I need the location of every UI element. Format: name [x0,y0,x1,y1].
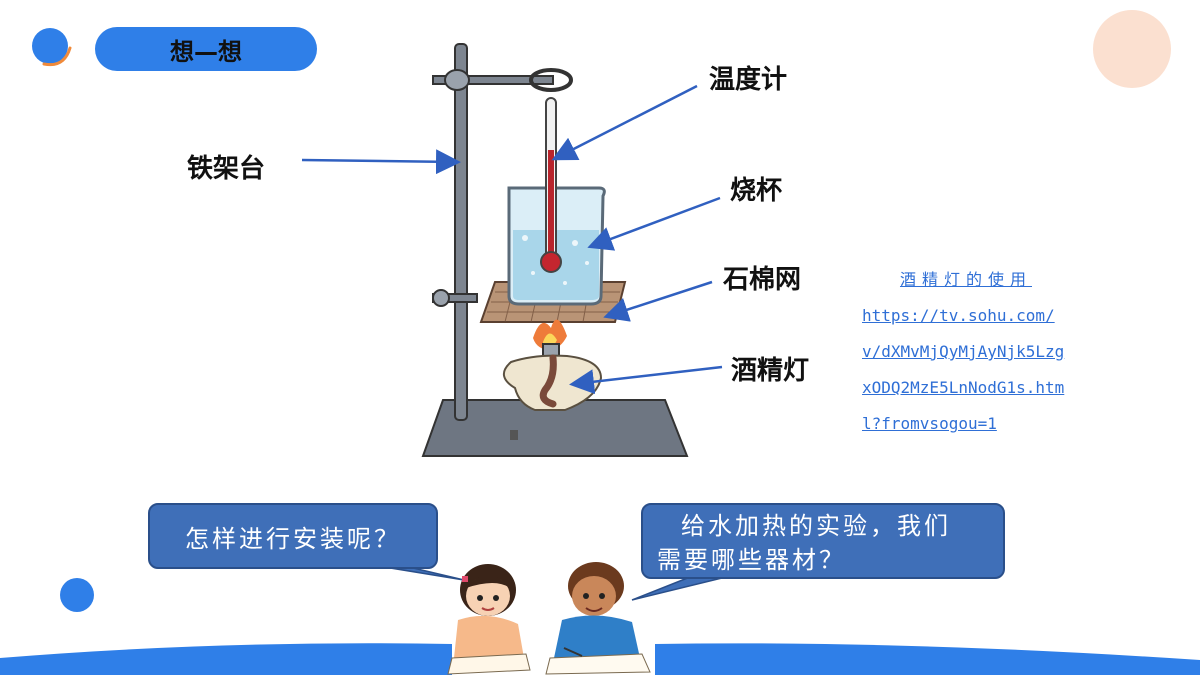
label-thermometer: 温度计 [709,65,788,95]
speech-bubble-right: 给水加热的实验，我们 需要哪些器材？ [641,503,1005,579]
decor-blue-circle [60,578,94,612]
kids-illustration [447,562,651,675]
page-title: 想—想 [95,27,317,71]
label-asbestos-gauze: 石棉网 [723,265,802,295]
speech-bubble-right-line1: 给水加热的实验，我们 [681,512,951,540]
label-alcohol-lamp: 酒精灯 [731,356,810,386]
label-iron-stand: 铁架台 [187,154,266,184]
speech-bubble-left-text: 怎样进行安装呢？ [185,524,401,553]
video-link-title[interactable]: 酒精灯的使用 [899,270,1032,289]
decor-arc-icon [42,46,72,67]
bottom-wave [0,643,1200,675]
decor-peach-circle [1093,10,1171,88]
speech-bubble-left: 怎样进行安装呢？ [148,503,438,569]
video-link-block[interactable]: 酒精灯的使用 https://tv.sohu.com/v/dXMvMjQyMjA… [862,262,1070,442]
decor-circle-icon [32,28,68,64]
label-beaker: 烧杯 [730,176,783,206]
lab-apparatus-illustration [421,43,689,457]
speech-bubble-right-line2: 需要哪些器材？ [657,546,846,574]
video-link-url[interactable]: https://tv.sohu.com/v/dXMvMjQyMjAyNjk5Lz… [862,306,1065,433]
